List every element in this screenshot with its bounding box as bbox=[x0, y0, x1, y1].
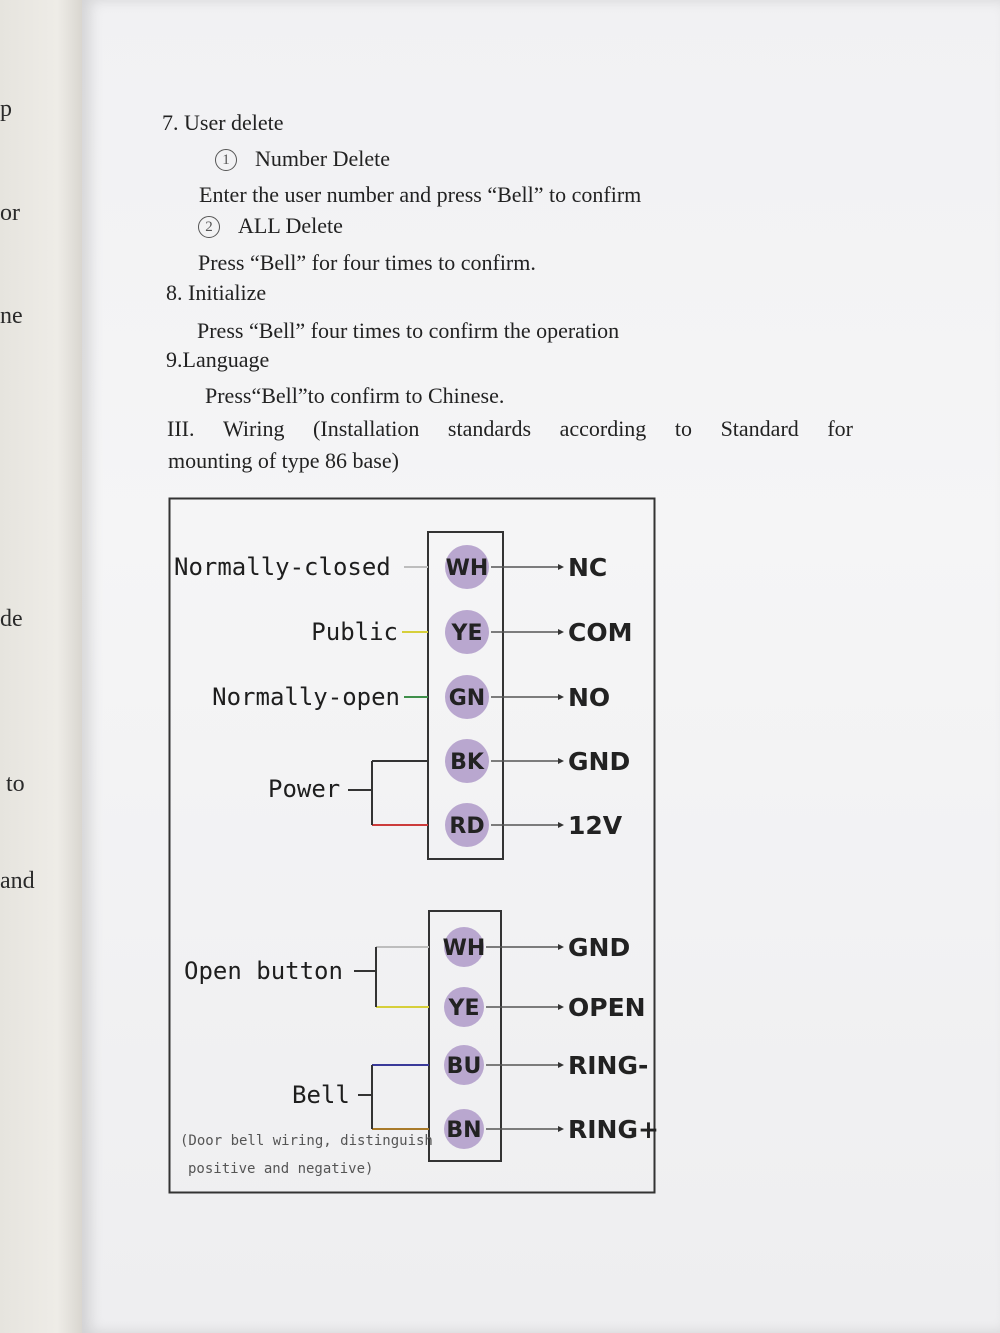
section-7-title: 7. User delete bbox=[162, 110, 284, 135]
left-fragment: to bbox=[6, 771, 25, 797]
bottom-arrow-icon bbox=[558, 1004, 564, 1010]
top-output-label: COM bbox=[568, 618, 632, 647]
bottom-output-label: RING- bbox=[568, 1051, 648, 1080]
bottom-pin-bu bbox=[444, 1045, 484, 1085]
bottom-output-label: RING+ bbox=[568, 1115, 658, 1144]
language-description: Press“Bell”to confirm to Chinese. bbox=[205, 383, 505, 408]
left-fragment: de bbox=[0, 606, 23, 632]
bottom-arrow-icon bbox=[558, 1062, 564, 1068]
top-pin-label: WH bbox=[446, 556, 489, 581]
wiring-word: standards bbox=[447, 416, 532, 441]
section-9-title: 9.Language bbox=[166, 347, 270, 372]
left-fragment: or bbox=[0, 200, 20, 226]
wiring-word: to bbox=[674, 416, 692, 441]
wiring-word: III. bbox=[167, 416, 195, 441]
section-8-title: 8. Initialize bbox=[166, 280, 267, 305]
top-terminal-block bbox=[427, 531, 504, 860]
bottom-pin-label: WH bbox=[443, 936, 486, 961]
left-fragment: and bbox=[0, 868, 35, 894]
bottom-arrow-icon bbox=[558, 1126, 564, 1132]
bottom-pin-bn bbox=[444, 1109, 484, 1149]
wiring-heading: III. Wiring (Installation standards acco… bbox=[167, 416, 853, 442]
bell-label: Bell bbox=[292, 1081, 350, 1109]
initialize-description: Press “Bell” four times to confirm the o… bbox=[197, 318, 620, 343]
doorbell-note-line1: (Door bell wiring, distinguish bbox=[180, 1133, 433, 1149]
power-label: Power bbox=[268, 775, 340, 803]
wiring-word: according bbox=[559, 416, 647, 441]
wiring-diagram-svg: WH NC YE COM GN NO BK GND RD 12V Normally-closedPu… bbox=[168, 497, 659, 1194]
number-delete-description: Enter the user number and press “Bell” t… bbox=[199, 182, 642, 207]
top-arrow-icon bbox=[558, 694, 564, 700]
left-page-edge: p or ne de to and bbox=[0, 0, 82, 1333]
option-all-delete: 2 ALL Delete bbox=[198, 213, 343, 239]
wiring-word: for bbox=[827, 416, 853, 441]
top-arrow-icon bbox=[558, 564, 564, 570]
top-wire-label: Normally-closed bbox=[174, 553, 391, 581]
bottom-output-label: OPEN bbox=[568, 993, 646, 1022]
circled-number-1: 1 bbox=[215, 149, 237, 171]
wiring-word: Wiring bbox=[223, 416, 285, 441]
top-wire-label: Public bbox=[311, 618, 398, 646]
left-fragment: ne bbox=[0, 303, 23, 329]
left-fragment: p bbox=[0, 96, 12, 122]
top-pin-rd bbox=[445, 803, 489, 847]
option-label: ALL Delete bbox=[238, 213, 343, 238]
open-button-label: Open button bbox=[184, 957, 343, 985]
top-arrow-icon bbox=[558, 758, 564, 764]
bottom-pin-wh bbox=[444, 927, 484, 967]
bottom-terminal-block bbox=[428, 910, 502, 1162]
top-pin-label: GN bbox=[449, 686, 485, 711]
option-label: Number Delete bbox=[255, 146, 390, 171]
top-arrow-icon bbox=[558, 629, 564, 635]
top-output-label: NO bbox=[568, 683, 610, 712]
wiring-word: (Installation bbox=[313, 416, 420, 441]
top-output-label: NC bbox=[568, 553, 607, 582]
bottom-pin-label: BU bbox=[447, 1054, 482, 1079]
top-pin-label: RD bbox=[449, 814, 484, 839]
top-pin-wh bbox=[445, 545, 489, 589]
top-pin-bk bbox=[445, 739, 489, 783]
top-wire-label: Normally-open bbox=[212, 683, 400, 711]
circled-number-2: 2 bbox=[198, 216, 220, 238]
top-pin-label: YE bbox=[451, 621, 483, 646]
all-delete-description: Press “Bell” for four times to confirm. bbox=[198, 250, 536, 275]
top-pin-ye bbox=[445, 610, 489, 654]
bottom-pin-label: BN bbox=[446, 1118, 481, 1143]
wiring-word: Standard bbox=[720, 416, 799, 441]
bottom-pin-label: YE bbox=[448, 996, 480, 1021]
bottom-pin-ye bbox=[444, 987, 484, 1027]
top-output-label: 12V bbox=[568, 811, 623, 840]
top-pin-label: BK bbox=[450, 750, 485, 775]
top-output-label: GND bbox=[568, 747, 630, 776]
manual-page bbox=[82, 0, 1000, 1333]
doorbell-note-line2: positive and negative) bbox=[188, 1161, 373, 1177]
wiring-heading-line2: mounting of type 86 base) bbox=[168, 448, 399, 473]
top-arrow-icon bbox=[558, 822, 564, 828]
bottom-arrow-icon bbox=[558, 944, 564, 950]
diagram-border bbox=[168, 497, 656, 1194]
option-number-delete: 1 Number Delete bbox=[215, 146, 390, 172]
bottom-output-label: GND bbox=[568, 933, 630, 962]
top-pin-gn bbox=[445, 675, 489, 719]
